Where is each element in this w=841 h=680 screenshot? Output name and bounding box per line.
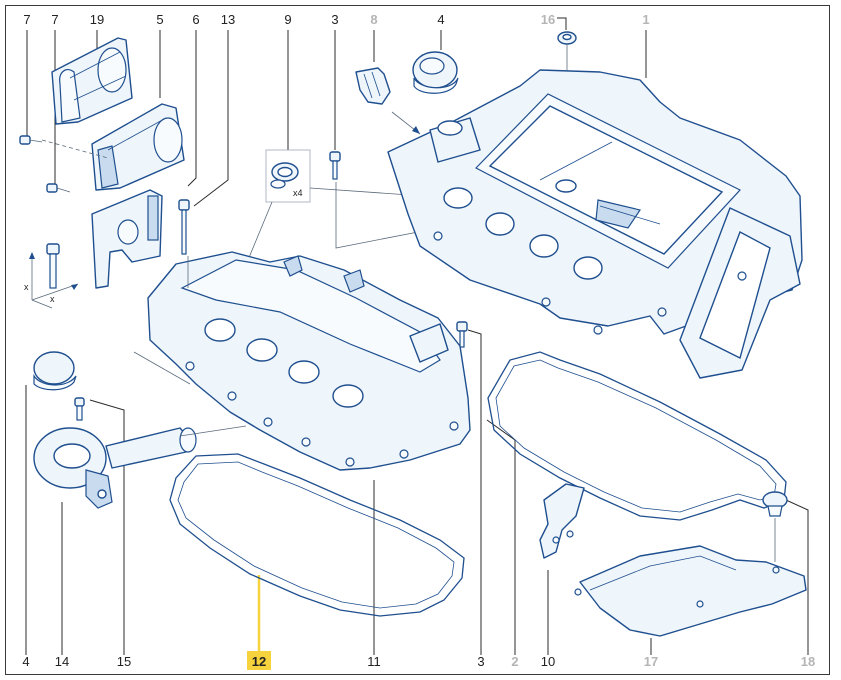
callout-15[interactable]: 15	[117, 654, 131, 669]
part-11-valve-cover[interactable]	[147, 251, 471, 471]
axis-reference: x x	[24, 243, 79, 309]
callout-4-top[interactable]: 4	[437, 12, 444, 27]
seal-quantity: x4	[293, 188, 303, 198]
dash-guide-7	[41, 139, 109, 159]
callout-14[interactable]: 14	[55, 654, 69, 669]
part-6-bracket[interactable]	[91, 189, 163, 289]
guide-bolt-3	[335, 182, 419, 249]
callout-6[interactable]: 6	[192, 12, 199, 27]
part-3-bolt-bottom[interactable]	[456, 321, 468, 348]
callout-11[interactable]: 11	[367, 654, 381, 669]
guide-11-left	[133, 351, 191, 385]
part-4-cap-top[interactable]	[412, 51, 459, 94]
part-13-bolt[interactable]	[178, 199, 190, 255]
part-1-upper-assembly[interactable]	[387, 69, 803, 379]
leader-lines	[25, 17, 809, 655]
callout-16[interactable]: 16	[541, 12, 555, 27]
callout-4-bottom[interactable]: 4	[22, 654, 29, 669]
callout-17[interactable]: 17	[644, 654, 658, 669]
callout-9[interactable]: 9	[284, 12, 291, 27]
part-18-clip[interactable]	[762, 491, 788, 562]
axis-x-label-bottom: x	[50, 294, 55, 304]
callout-19[interactable]: 19	[90, 12, 104, 27]
callout-5[interactable]: 5	[156, 12, 163, 27]
callout-7-b[interactable]: 7	[51, 12, 58, 27]
part-5-cover[interactable]	[91, 103, 185, 191]
diagram-frame	[5, 5, 830, 675]
part-15-screw[interactable]	[74, 397, 85, 421]
callout-13[interactable]: 13	[221, 12, 235, 27]
part-19-cover[interactable]	[51, 37, 133, 125]
callouts-top: 7 7 19 5 6 13 9 3 8 4 16 1	[23, 12, 649, 27]
callout-8[interactable]: 8	[370, 12, 377, 27]
callout-10[interactable]: 10	[541, 654, 555, 669]
part-16-plug[interactable]	[557, 31, 577, 45]
callout-3-bottom[interactable]: 3	[477, 654, 484, 669]
part-17-shield[interactable]	[574, 545, 807, 637]
part-3-bolt-top[interactable]	[329, 151, 341, 180]
part-12-gasket[interactable]	[169, 453, 465, 617]
callout-1[interactable]: 1	[642, 12, 649, 27]
part-14-filler-neck[interactable]	[33, 427, 197, 509]
axis-x-label-top: x	[24, 282, 29, 292]
part-8-sensor[interactable]	[355, 67, 421, 135]
callout-12[interactable]: 12	[252, 654, 266, 669]
part-7-bolt-a[interactable]	[19, 135, 43, 145]
part-10-bracket[interactable]	[539, 483, 585, 559]
callout-2[interactable]: 2	[511, 654, 518, 669]
guide-tube	[179, 425, 247, 437]
part-4-cap-bottom[interactable]	[33, 351, 77, 391]
callout-18[interactable]: 18	[801, 654, 815, 669]
part-9-seal[interactable]: x4	[265, 149, 311, 203]
callouts-bottom: 4 14 15 12 11 3 2 10 17 18	[22, 651, 815, 670]
part-7-bolt-b[interactable]	[46, 183, 71, 193]
part-2-gasket[interactable]	[487, 351, 787, 521]
callout-12-highlight	[247, 651, 271, 670]
callout-3-top[interactable]: 3	[331, 12, 338, 27]
callout-7-a[interactable]: 7	[23, 12, 30, 27]
